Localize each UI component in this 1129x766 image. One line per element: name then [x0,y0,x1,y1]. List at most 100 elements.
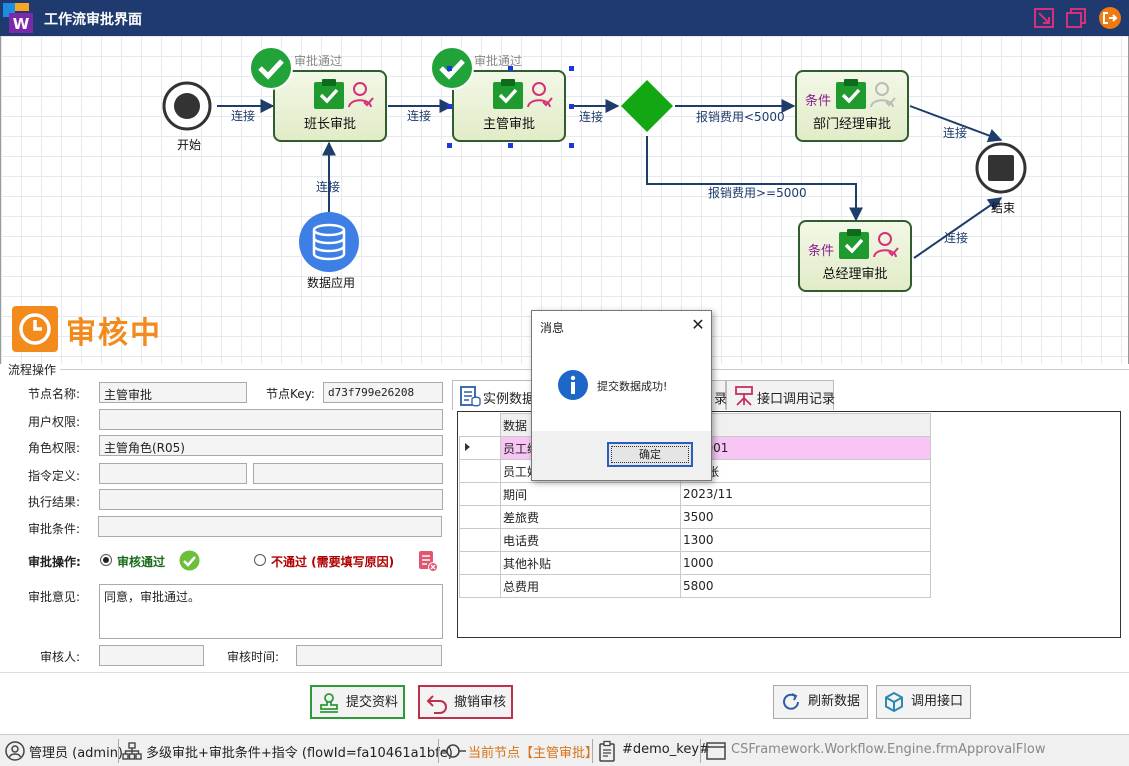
cell-value[interactable]: 1300 [680,528,931,552]
cell-field[interactable]: 其他补贴 [500,551,681,575]
selection-handle[interactable] [447,143,452,148]
call-api-button[interactable]: 调用接口 [876,685,971,719]
command-field-2[interactable] [253,463,443,484]
node-status: 审批通过 [294,54,343,68]
reject-label[interactable]: 不通过 (需要填写原因) [271,555,395,569]
clipboard-check-icon [836,79,866,109]
clipboard-check-icon [314,79,344,109]
node-label: 主管审批 [482,117,535,132]
cube-icon [885,691,903,713]
org-chart-icon [122,742,142,760]
row-indicator [459,574,501,598]
row-indicator [459,551,501,575]
node-zhuguan[interactable]: 主管审批 [452,70,566,142]
refresh-button[interactable]: 刷新数据 [773,685,868,719]
clipboard-check-icon [839,229,869,259]
auditor-field[interactable] [99,645,204,666]
status-user: 管理员 (admin) [29,746,124,761]
ok-button[interactable]: 确定 [607,442,693,467]
edge-label: 连接 [316,180,341,194]
user-perm-field[interactable] [99,409,443,430]
tab-hidden-log[interactable]: 录 [712,380,727,410]
start-label: 开始 [177,138,202,152]
window-title: 工作流审批界面 [44,12,142,28]
node-bumen[interactable]: 条件 部门经理审批 [795,70,909,142]
cell-value[interactable]: 员小张 [680,459,931,483]
table-row[interactable]: 电话费 1300 [459,528,931,552]
minimize-icon[interactable] [1032,6,1056,30]
selection-handle[interactable] [569,104,574,109]
cell-field[interactable]: 差旅费 [500,505,681,529]
edge-label: 连接 [231,109,256,123]
reject-radio[interactable] [254,554,266,566]
approve-label[interactable]: 审核通过 [117,555,166,569]
exec-result-label: 执行结果: [28,495,81,509]
table-row[interactable]: 其他补贴 1000 [459,551,931,575]
node-name-field[interactable]: 主管审批 [99,382,247,403]
restore-icon[interactable] [1064,6,1088,30]
user-icon [870,82,896,108]
dialog-message: 提交数据成功! [597,380,668,393]
tab-api-log[interactable]: 接口调用记录 [726,380,835,410]
app-logo-icon: W [3,3,33,33]
table-row[interactable]: 期间 2023/11 [459,482,931,506]
cell-value[interactable]: 2023/11 [680,482,931,506]
close-icon[interactable]: ✕ [691,315,705,334]
cell-field[interactable]: 电话费 [500,528,681,552]
node-name-label: 节点名称: [28,387,81,401]
revoke-button[interactable]: 撤销审核 [418,685,513,719]
api-log-icon [735,386,753,406]
cell-value[interactable]: 3500 [680,505,931,529]
node-zongjingli[interactable]: 条件 总经理审批 [798,220,912,292]
user-icon [527,82,553,108]
table-row[interactable]: 差旅费 3500 [459,505,931,529]
cell-value[interactable]: 5800 [680,574,931,598]
title-bar: W 工作流审批界面 [0,0,1129,36]
column-header[interactable] [680,413,931,437]
user-circle-icon [5,741,25,761]
cell-value[interactable]: EST001 [680,436,931,460]
op-label: 审批操作: [28,555,81,569]
status-separator [592,739,593,763]
cell-value[interactable]: 1000 [680,551,931,575]
edge-condition-label: 报销费用>=5000 [708,186,807,200]
refresh-icon [783,693,799,710]
audit-status-text: 审核中 [66,316,162,351]
edge-bumen-end[interactable] [909,105,1003,143]
info-icon [558,370,588,400]
edge-label: 连接 [407,109,432,123]
end-label: 结束 [991,201,1016,215]
button-label: 刷新数据 [808,694,861,709]
status-separator [700,739,701,763]
row-indicator [459,459,501,483]
cell-field[interactable]: 期间 [500,482,681,506]
opinion-textarea[interactable]: 同意，审批通过。 [99,584,443,639]
selection-handle[interactable] [569,66,574,71]
exec-result-field[interactable] [99,489,443,510]
selection-handle[interactable] [447,104,452,109]
condition-field[interactable] [98,516,442,537]
submit-button[interactable]: 提交资料 [310,685,405,719]
svg-text:W: W [13,15,30,33]
approve-radio[interactable] [100,554,112,566]
exit-icon[interactable] [1098,6,1122,30]
tab-instance-data[interactable]: 实例数据 [452,380,538,410]
node-banzhang[interactable]: 班长审批 [273,70,387,142]
condition-gateway[interactable] [621,80,673,132]
selection-handle[interactable] [508,66,513,71]
approve-check-icon [179,550,200,571]
selection-handle[interactable] [447,66,452,71]
role-perm-field[interactable]: 主管角色(R05) [99,435,443,456]
audit-time-field[interactable] [296,645,442,666]
edge-gateway-zongjingli[interactable] [646,136,863,222]
selection-handle[interactable] [508,143,513,148]
command-field-1[interactable] [99,463,247,484]
selection-handle[interactable] [569,143,574,148]
clipboard-check-icon [493,79,523,109]
table-row[interactable]: 总费用 5800 [459,574,931,598]
node-key-field[interactable]: d73f799e26208 [323,382,443,403]
edge-zongjingli-end[interactable] [913,197,1003,259]
user-icon [873,232,899,258]
button-label: 撤销审核 [454,695,507,710]
cell-field[interactable]: 总费用 [500,574,681,598]
